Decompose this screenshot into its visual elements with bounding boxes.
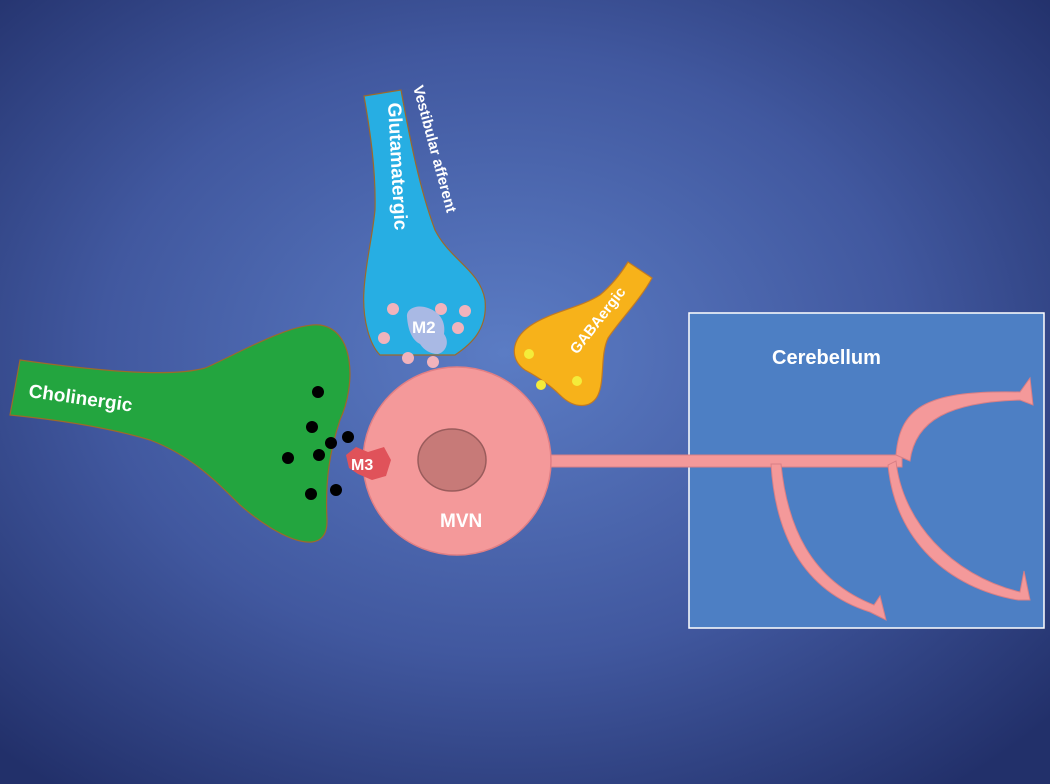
glu-vesicle [427,356,439,368]
gaba-vesicle [536,380,546,390]
glu-vesicle [402,352,414,364]
m3-receptor [346,447,391,480]
m2-receptor [406,306,447,354]
ach-vesicle [306,421,318,433]
ach-vesicle [312,386,324,398]
ach-vesicle [342,431,354,443]
cerebellum-box [688,312,1045,629]
glu-vesicle [435,303,447,315]
glu-vesicle [387,303,399,315]
glu-vesicle [459,305,471,317]
ach-vesicle [325,437,337,449]
mvn-nucleus [417,428,487,492]
mvn-label: MVN [440,511,482,532]
gaba-vesicles [524,349,582,390]
ach-vesicle [330,484,342,496]
gaba-vesicle [572,376,582,386]
ach-vesicle [313,449,325,461]
acetylcholine-vesicles [282,386,354,500]
m3-label: M3 [351,457,373,474]
cerebellum-label: Cerebellum [772,347,881,369]
gabaergic-terminal [513,261,653,407]
glu-vesicle [378,332,390,344]
ach-vesicle [305,488,317,500]
glutamatergic-terminal [363,89,486,356]
m2-label: M2 [412,318,436,337]
glu-vesicle [452,322,464,334]
glutamate-vesicles [378,303,471,368]
cholinergic-terminal [9,324,351,543]
gaba-vesicle [524,349,534,359]
ach-vesicle [282,452,294,464]
mvn-axon [539,376,1034,621]
